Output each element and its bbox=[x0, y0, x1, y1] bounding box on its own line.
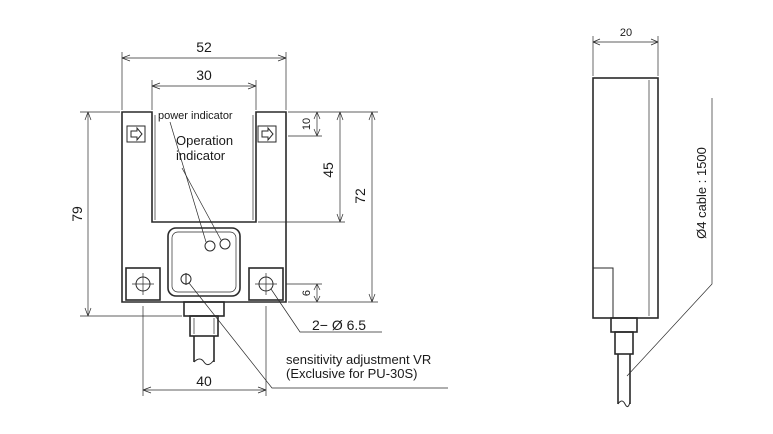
dim-slot-depth bbox=[258, 111, 345, 223]
dim-width-total bbox=[121, 52, 287, 110]
dim-slot-width-label: 30 bbox=[196, 67, 212, 83]
leader-operation-indicator bbox=[181, 167, 222, 241]
leader-holes bbox=[270, 288, 382, 333]
dim-body-height bbox=[288, 111, 378, 303]
mounting-hole-right bbox=[248, 267, 284, 301]
leader-power-indicator bbox=[169, 121, 207, 243]
label-holes: 2− Ø 6.5 bbox=[312, 317, 366, 333]
cable-break-front bbox=[193, 358, 215, 366]
dim-body-height-label: 72 bbox=[352, 188, 368, 204]
dim-height-total bbox=[80, 111, 182, 317]
dim-slot-width bbox=[151, 80, 257, 110]
dim-hole-pitch-label: 40 bbox=[196, 373, 212, 389]
label-operation-line2: indicator bbox=[176, 148, 226, 163]
label-cable: Ø4 cable : 1500 bbox=[694, 147, 709, 239]
dim-slot-depth-label: 45 bbox=[320, 162, 336, 178]
dim-height-total-label: 79 bbox=[69, 206, 85, 222]
leader-cable bbox=[626, 98, 713, 377]
cable-gland-front bbox=[183, 301, 225, 337]
cable-break-side bbox=[617, 400, 631, 408]
dim-thickness bbox=[592, 36, 659, 76]
label-operation-line1: Operation bbox=[176, 133, 233, 148]
dim-hole-offset bbox=[286, 283, 322, 303]
side-bottom-block bbox=[592, 267, 614, 319]
indicator-panel-inner bbox=[171, 231, 237, 293]
dim-hole-pitch bbox=[142, 306, 267, 396]
sensitivity-vr-icon bbox=[180, 273, 192, 285]
power-indicator-led bbox=[204, 240, 216, 252]
leader-vr bbox=[188, 282, 448, 389]
dim-hole-offset-label: 6 bbox=[301, 290, 313, 296]
front-view: 52 30 79 10 bbox=[69, 39, 448, 396]
label-vr-line1: sensitivity adjustment VR bbox=[286, 352, 431, 367]
arrow-indicator-icon-left bbox=[126, 125, 146, 143]
cable-front bbox=[193, 336, 215, 362]
mounting-hole-left bbox=[125, 267, 161, 301]
arrow-indicator-icon-right bbox=[257, 125, 277, 143]
dim-thickness-label: 20 bbox=[620, 27, 632, 39]
side-body-outline bbox=[592, 77, 659, 319]
side-view: 20 Ø4 cable : 1500 bbox=[592, 27, 713, 408]
dim-top-offset-label: 10 bbox=[301, 118, 313, 130]
cable-side bbox=[617, 354, 631, 404]
operation-indicator-led bbox=[219, 238, 231, 250]
indicator-panel bbox=[167, 227, 241, 297]
label-vr-line2: (Exclusive for PU-30S) bbox=[286, 366, 417, 381]
dim-top-offset bbox=[288, 111, 322, 137]
cable-gland-side bbox=[610, 317, 638, 355]
front-body-outline bbox=[121, 111, 287, 303]
label-power-indicator: power indicator bbox=[158, 110, 233, 122]
dim-width-total-label: 52 bbox=[196, 39, 212, 55]
